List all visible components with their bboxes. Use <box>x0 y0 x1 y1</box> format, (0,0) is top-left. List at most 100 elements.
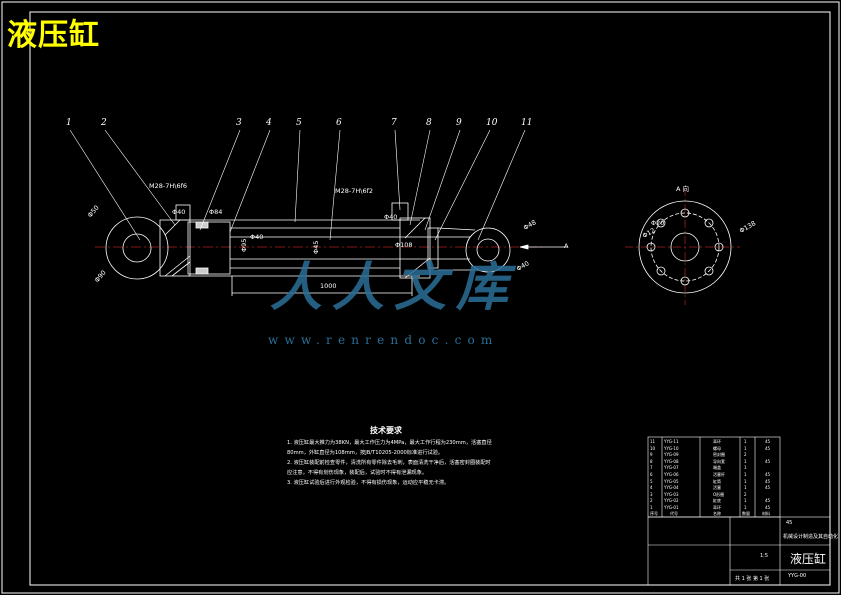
cylinder-main-view <box>95 202 568 296</box>
tech-line: 2. 液压缸装配前检查零件，清洗所有零件除去毛刺，表面清洗干净后，活塞密封圈装配… <box>287 460 491 466</box>
bolt-hole-1 <box>680 208 690 218</box>
left-eye-inner <box>122 233 152 263</box>
dim-thread_right: M28-7H\6f2 <box>335 187 373 195</box>
leaders <box>69 129 526 241</box>
leader-4 <box>229 129 271 233</box>
parts-cell: YYG-09 <box>664 452 679 458</box>
parts-cell: 7 <box>650 465 653 471</box>
parts-cell: YYG-02 <box>664 498 679 504</box>
parts-cell: 2 <box>650 498 653 504</box>
sheet-count: 共 1 张 第 1 张 <box>735 576 770 582</box>
parts-cell: 1 <box>744 498 747 504</box>
port-left <box>175 204 191 221</box>
parts-cell: 1 <box>744 439 747 444</box>
balloon-9: 9 <box>456 118 462 128</box>
leader-7 <box>394 129 401 211</box>
parts-cell: 1 <box>744 458 747 464</box>
left-eye-outer <box>105 216 169 280</box>
parts-cell: 2 <box>744 491 747 497</box>
parts-cell: 6 <box>650 472 653 477</box>
gland <box>399 217 431 279</box>
parts-header: 名称 <box>713 511 721 516</box>
piston <box>187 221 231 275</box>
parts-cell: YYG-03 <box>664 491 679 497</box>
parts-cell: 耳环 <box>713 505 721 510</box>
dim-arrow_a: A <box>564 242 569 250</box>
dim-d_84: Φ84 <box>209 208 223 216</box>
parts-cell: 1 <box>744 472 747 477</box>
parts-cell: 3 <box>650 491 653 497</box>
watermark-brand: 人人文库 <box>270 258 519 318</box>
dim-d_40c: Φ40 <box>384 213 398 221</box>
parts-cell: 活塞杆 <box>713 472 725 477</box>
tech-line: 80mm，外缸直径为108mm，按JB/T10205-2000标准进行试验。 <box>287 450 444 456</box>
scale: 1:5 <box>760 553 769 559</box>
dim-d_108: Φ108 <box>395 241 413 249</box>
tech-requirements-title: 技术要求 <box>370 426 402 435</box>
parts-cell: 缸筒 <box>713 478 721 484</box>
gland-hatch-2 <box>404 217 426 239</box>
leader-2 <box>104 129 176 226</box>
bolt-hole-2 <box>680 276 690 286</box>
parts-cell: 缸底 <box>713 498 721 504</box>
balloon-3: 3 <box>236 118 242 128</box>
drawing-code: YYG-00 <box>788 573 807 579</box>
parts-cell: 2 <box>744 452 747 458</box>
balloon-10: 10 <box>486 118 498 128</box>
parts-cell: 45 <box>765 458 771 464</box>
parts-cell: 45 <box>765 472 771 477</box>
parts-cell: YYG-05 <box>664 478 679 484</box>
parts-cell: 45 <box>765 505 771 510</box>
parts-cell: 1 <box>744 485 747 491</box>
balloon-4: 4 <box>266 118 272 128</box>
dim-d_95: Φ95 <box>240 238 248 252</box>
bolt-hole-7 <box>704 218 714 228</box>
dim-d_40: Φ40 <box>172 208 186 216</box>
material: 45 <box>786 520 793 526</box>
parts-cell: 端盖 <box>713 465 721 471</box>
parts-cell: YYG-06 <box>664 472 679 477</box>
leader-9 <box>424 129 461 231</box>
dim-thread_left: M28-7H\6f6 <box>149 182 187 190</box>
parts-cell: O形圈 <box>713 491 725 497</box>
piston-seal-bot <box>195 267 209 275</box>
dim-view_a: A 向 <box>676 185 690 193</box>
drawing-name: 液压缸 <box>790 552 827 566</box>
parts-header: 序号 <box>650 511 658 516</box>
parts-cell: 4 <box>650 485 653 491</box>
right-eye-inner <box>476 238 500 262</box>
parts-cell: 耳环 <box>713 439 721 444</box>
parts-cell: YYG-11 <box>664 439 679 444</box>
parts-cell: 1 <box>744 465 747 471</box>
dim-r_20: Φ20 <box>651 219 665 227</box>
bolt-hole-5 <box>656 218 666 228</box>
parts-cell: 螺母 <box>713 445 721 451</box>
hatch-2 <box>171 261 191 277</box>
leader-6 <box>329 129 341 241</box>
parts-cell: 11 <box>650 439 656 444</box>
view-arrow-head <box>519 244 529 250</box>
balloon-5: 5 <box>296 118 302 128</box>
parts-cell: 8 <box>650 458 653 464</box>
parts-cell: 密封圈 <box>713 452 725 458</box>
right-eye-outer <box>465 227 511 273</box>
inner-frame <box>29 11 831 586</box>
bolt-hole-3 <box>646 242 656 252</box>
parts-cell: 45 <box>765 439 771 444</box>
end-inner <box>670 232 700 262</box>
parts-cell: 1 <box>744 445 747 451</box>
leader-3 <box>199 129 241 231</box>
page-title: 液压缸 <box>7 18 100 53</box>
parts-cell: YYG-10 <box>664 445 679 451</box>
parts-cell: 5 <box>650 478 653 484</box>
parts-cell: 1 <box>650 505 653 510</box>
parts-cell: 10 <box>650 445 656 451</box>
leader-11 <box>477 129 526 241</box>
tech-line: 1. 液压缸最大推力为38KN，最大工作压力为4MPa，最大工作行程为230mm… <box>287 440 492 446</box>
balloon-2: 2 <box>101 118 107 128</box>
title-frame <box>647 516 831 586</box>
hatch-1 <box>164 255 191 277</box>
parts-header: 代号 <box>670 511 678 516</box>
